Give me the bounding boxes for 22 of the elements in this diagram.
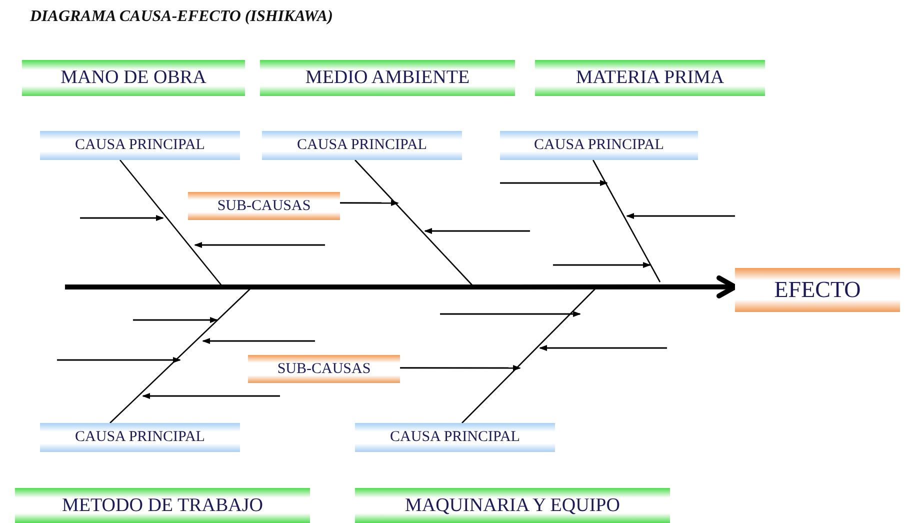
cause-label: CAUSA PRINCIPAL xyxy=(40,423,240,452)
arrow xyxy=(340,200,399,206)
bone-line xyxy=(354,160,474,286)
diagram-title: DIAGRAMA CAUSA-EFECTO (ISHIKAWA) xyxy=(30,8,333,26)
sub-cause-label: SUB-CAUSAS xyxy=(188,192,340,220)
category-label: METODO DE TRABAJO xyxy=(15,488,310,523)
category-label: MEDIO AMBIENTE xyxy=(260,60,515,96)
category-label: MATERIA PRIMA xyxy=(535,60,765,96)
sub-cause-label: SUB-CAUSAS xyxy=(248,355,400,383)
bone-line xyxy=(462,288,596,424)
spine-arrow xyxy=(65,275,738,298)
category-label: MAQUINARIA Y EQUIPO xyxy=(355,488,670,523)
cause-label: CAUSA PRINCIPAL xyxy=(500,131,698,160)
effect-label: EFECTO xyxy=(735,268,900,312)
cause-label: CAUSA PRINCIPAL xyxy=(40,131,240,160)
bone-line xyxy=(120,160,222,286)
arrow xyxy=(400,365,521,371)
bone-line xyxy=(592,160,661,282)
category-label: MANO DE OBRA xyxy=(22,60,245,96)
cause-label: CAUSA PRINCIPAL xyxy=(355,423,555,452)
cause-label: CAUSA PRINCIPAL xyxy=(262,131,462,160)
bone-line xyxy=(110,288,250,424)
